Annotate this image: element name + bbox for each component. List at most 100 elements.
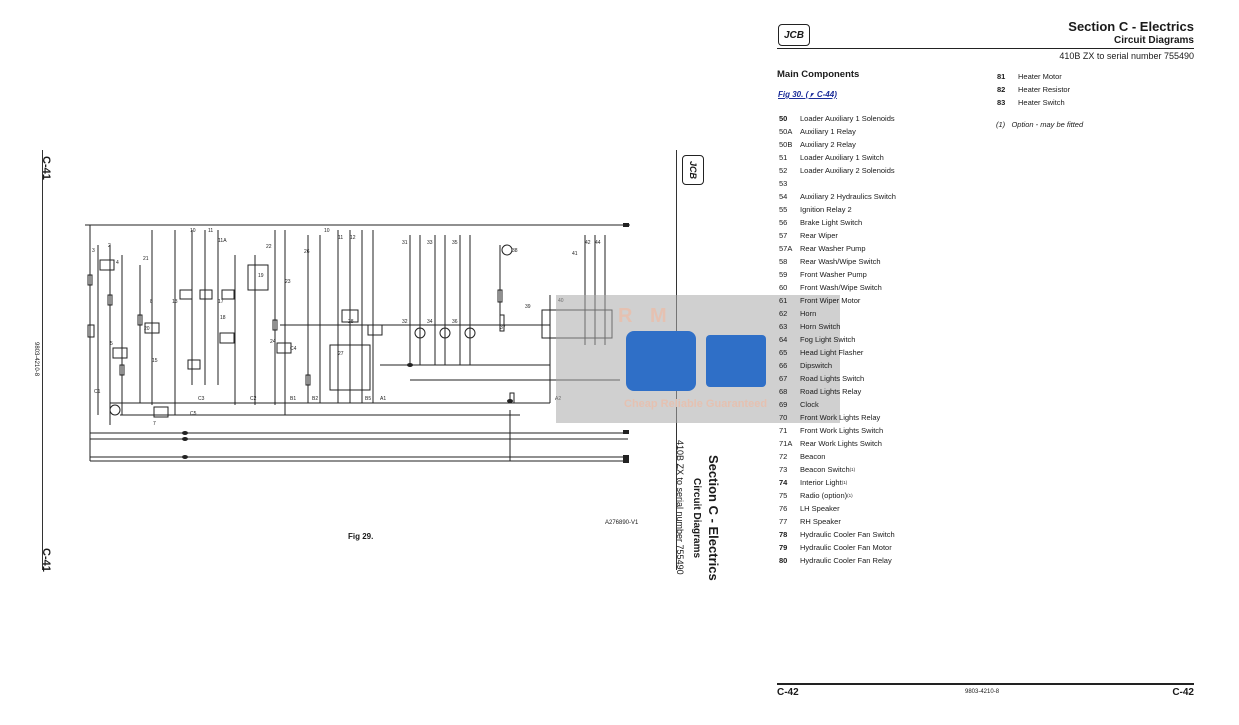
component-number: 59 (779, 270, 788, 279)
component-number: 68 (779, 387, 788, 396)
component-label: Clock (800, 400, 819, 409)
component-label: Loader Auxiliary 1 Solenoids (800, 114, 895, 123)
component-label: Heater Switch (1018, 98, 1065, 107)
fig-30-link[interactable]: Fig 30. (⎖ C-44) (778, 90, 837, 99)
component-label: Heater Motor (1018, 72, 1062, 81)
component-label: Road Lights Switch (800, 374, 865, 383)
main-components-title: Main Components (777, 69, 860, 80)
svg-text:B1: B1 (290, 396, 296, 402)
svg-text:C3: C3 (198, 396, 205, 402)
component-number: 50 (779, 114, 788, 123)
component-label: Front Wiper Motor (800, 296, 861, 305)
component-number: 76 (779, 504, 788, 513)
svg-text:12: 12 (350, 235, 356, 241)
component-number: 79 (779, 543, 788, 552)
left-doc-number: 9803-4210-8 (33, 342, 39, 377)
svg-text:C2: C2 (250, 396, 257, 402)
component-row: 50 Loader Auxiliary 1 Solenoids (779, 112, 979, 125)
book-logo-icon (706, 335, 766, 387)
component-row: 83 Heater Switch (997, 96, 1187, 109)
side-model: 410B ZX to serial number 755490 (675, 440, 685, 575)
component-label: Rear Work Lights Switch (800, 439, 882, 448)
watermark: R M Cheap Reliable Guaranteed (556, 295, 840, 423)
component-number: 50A (779, 127, 793, 136)
svg-text:11: 11 (208, 228, 213, 234)
svg-text:39: 39 (525, 304, 531, 310)
component-label: Fog Light Switch (800, 335, 856, 344)
component-label: RH Speaker (800, 517, 841, 526)
component-row: 73 Beacon Switch(1) (779, 463, 979, 476)
svg-text:44: 44 (595, 240, 601, 246)
component-label: Hydraulic Cooler Fan Relay (800, 556, 892, 565)
component-label: Front Washer Pump (800, 270, 867, 279)
component-label: Front Work Lights Switch (800, 426, 884, 435)
watermark-letters: R M (618, 305, 673, 327)
component-number: 83 (997, 98, 1006, 107)
svg-text:42: 42 (585, 240, 591, 246)
component-number: 58 (779, 257, 788, 266)
svg-text:17: 17 (218, 299, 224, 305)
svg-text:20: 20 (144, 326, 150, 332)
component-number: 57 (779, 231, 788, 240)
side-subtitle: Circuit Diagrams (691, 478, 702, 559)
svg-text:38: 38 (512, 248, 518, 254)
component-label: Horn Switch (800, 322, 841, 331)
footnote-ref: (1) (849, 467, 856, 472)
component-label: Loader Auxiliary 2 Solenoids (800, 166, 895, 175)
component-number: 65 (779, 348, 788, 357)
component-label: Auxiliary 2 Hydraulics Switch (800, 192, 896, 201)
component-number: 73 (779, 465, 788, 474)
footer-doc-number: 9803-4210-8 (965, 689, 1000, 695)
jcb-logo-left: JCB (682, 155, 704, 185)
component-number: 55 (779, 205, 788, 214)
component-row: 71A Rear Work Lights Switch (779, 437, 979, 450)
component-number: 77 (779, 517, 788, 526)
svg-text:10: 10 (324, 228, 330, 234)
svg-text:19: 19 (258, 273, 264, 279)
component-label: Beacon (800, 452, 826, 461)
svg-text:27: 27 (338, 351, 344, 357)
component-number: 64 (779, 335, 788, 344)
component-label: Auxiliary 1 Relay (800, 127, 856, 136)
component-label: Rear Washer Pump (800, 244, 866, 253)
component-row: 77 RH Speaker (779, 515, 979, 528)
component-number: 62 (779, 309, 788, 318)
page-subtitle: Circuit Diagrams (1113, 35, 1194, 46)
svg-text:18: 18 (220, 315, 226, 321)
component-label: Heater Resistor (1018, 85, 1071, 94)
component-label: Beacon Switch (800, 465, 850, 474)
figure-caption: Fig 29. (348, 532, 374, 541)
svg-text:22: 22 (266, 244, 272, 250)
footnote-ref: (1) (847, 493, 853, 498)
component-label: Road Lights Relay (800, 387, 862, 396)
svg-text:35: 35 (452, 240, 458, 246)
jcb-logo-right: JCB (778, 24, 810, 46)
component-label: Dipswitch (800, 361, 833, 370)
svg-text:C1: C1 (94, 389, 101, 395)
component-row: 68 Road Lights Relay (779, 385, 979, 398)
svg-text:21: 21 (143, 256, 149, 262)
component-number: 71A (779, 439, 793, 448)
component-label: Horn (800, 309, 817, 318)
component-label: Auxiliary 2 Relay (800, 140, 856, 149)
footer-page-right: C-42 (1172, 687, 1194, 698)
